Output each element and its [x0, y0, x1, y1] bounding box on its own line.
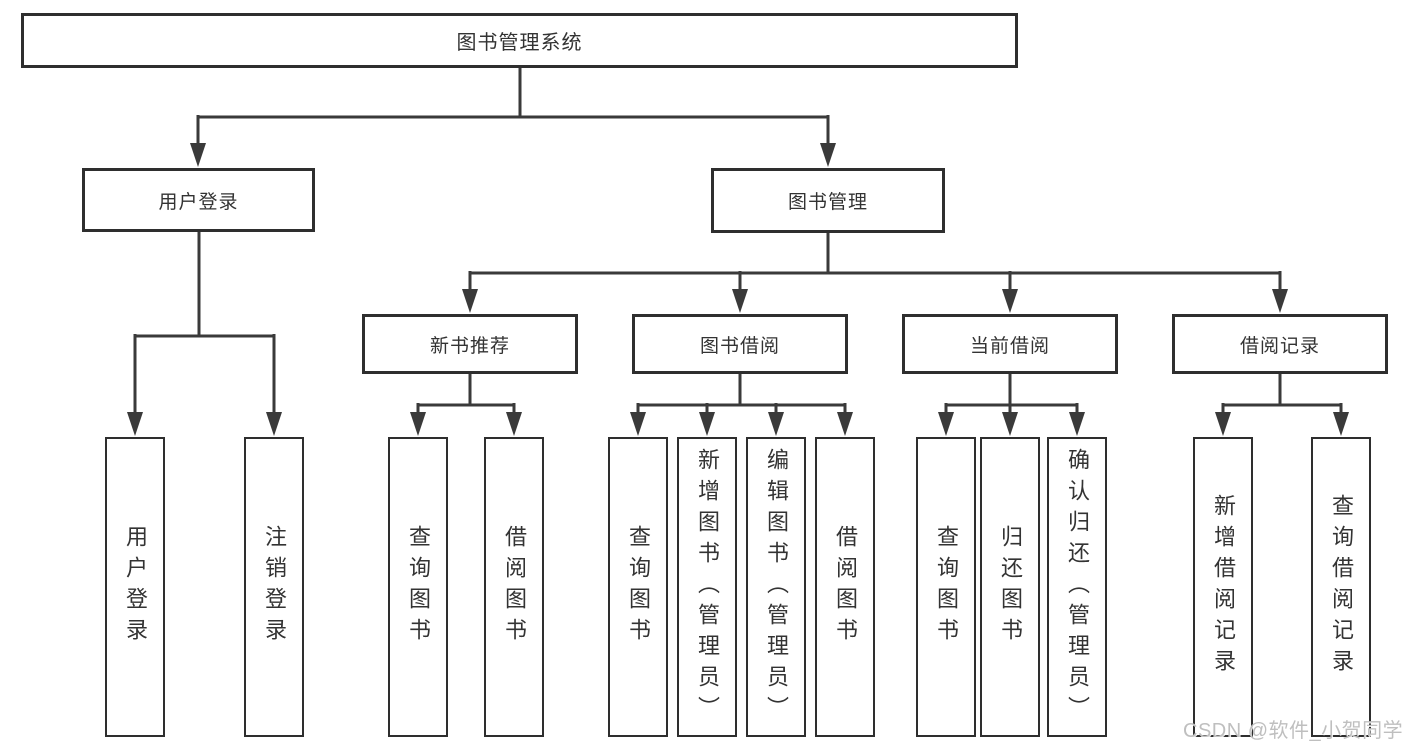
connector-borrowrecords-to-leaves — [1221, 374, 1343, 413]
leaf-query-books-recommend: 查询图书 — [388, 437, 448, 737]
arrowhead — [820, 143, 836, 167]
arrowhead — [462, 289, 478, 313]
leaf-logout: 注销登录 — [244, 437, 304, 737]
arrowhead — [1002, 289, 1018, 313]
arrowhead — [1002, 412, 1018, 436]
arrowhead — [410, 412, 426, 436]
arrowhead — [1333, 412, 1349, 436]
leaf-add-borrow-record: 新增借阅记录 — [1193, 437, 1253, 737]
connector-bookborrow-to-leaves — [636, 374, 847, 413]
arrowhead — [1069, 412, 1085, 436]
leaf-label: 查询图书 — [626, 525, 651, 649]
arrowhead — [1272, 289, 1288, 313]
arrowhead — [127, 412, 143, 436]
connector-userlogin-to-leaves — [133, 230, 276, 414]
leaf-return-book: 归还图书 — [980, 437, 1040, 737]
leaf-label: 用户登录 — [123, 525, 148, 649]
arrowhead — [837, 412, 853, 436]
arrowhead — [190, 143, 206, 167]
connector-root-to-level2 — [196, 66, 830, 146]
leaf-label: 归还图书 — [998, 525, 1023, 649]
leaf-label: 查询图书 — [406, 525, 431, 649]
leaf-query-books-borrow: 查询图书 — [608, 437, 668, 737]
leaf-query-books-current: 查询图书 — [916, 437, 976, 737]
node-library-system: 图书管理系统 — [21, 13, 1018, 68]
leaf-confirm-return-admin: 确认归还（管理员） — [1047, 437, 1107, 737]
leaf-label: 借阅图书 — [502, 525, 527, 649]
leaf-label: 编辑图书（管理员） — [764, 447, 789, 727]
leaf-label: 注销登录 — [262, 525, 287, 649]
node-borrow-records: 借阅记录 — [1172, 314, 1388, 374]
leaf-label: 确认归还（管理员） — [1065, 447, 1090, 727]
leaf-user-login: 用户登录 — [105, 437, 165, 737]
arrowhead — [506, 412, 522, 436]
arrowhead — [768, 412, 784, 436]
leaf-edit-book-admin: 编辑图书（管理员） — [746, 437, 806, 737]
leaf-borrow-books-recommend: 借阅图书 — [484, 437, 544, 737]
connector-bookmgmt-to-level3 — [468, 231, 1282, 292]
arrowhead — [732, 289, 748, 313]
arrowhead — [938, 412, 954, 436]
arrowheads — [127, 143, 1349, 436]
leaf-label: 查询借阅记录 — [1329, 494, 1354, 680]
node-new-book-recommend: 新书推荐 — [362, 314, 578, 374]
leaf-add-book-admin: 新增图书（管理员） — [677, 437, 737, 737]
leaf-label: 新增图书（管理员） — [695, 447, 720, 727]
node-user-login: 用户登录 — [82, 168, 315, 232]
connector-newbook-to-leaves — [416, 374, 516, 413]
arrowhead — [1215, 412, 1231, 436]
leaf-query-borrow-record: 查询借阅记录 — [1311, 437, 1371, 737]
leaf-label: 新增借阅记录 — [1211, 494, 1236, 680]
arrowhead — [630, 412, 646, 436]
leaf-label: 查询图书 — [934, 525, 959, 649]
leaf-borrow-books: 借阅图书 — [815, 437, 875, 737]
arrowhead — [699, 412, 715, 436]
node-book-management: 图书管理 — [711, 168, 945, 233]
node-current-borrow: 当前借阅 — [902, 314, 1118, 374]
leaf-label: 借阅图书 — [833, 525, 858, 649]
arrowhead — [266, 412, 282, 436]
csdn-watermark: CSDN @软件_小贺同学 — [1183, 720, 1404, 742]
connector-currentborrow-to-leaves — [944, 374, 1079, 413]
node-book-borrow: 图书借阅 — [632, 314, 848, 374]
